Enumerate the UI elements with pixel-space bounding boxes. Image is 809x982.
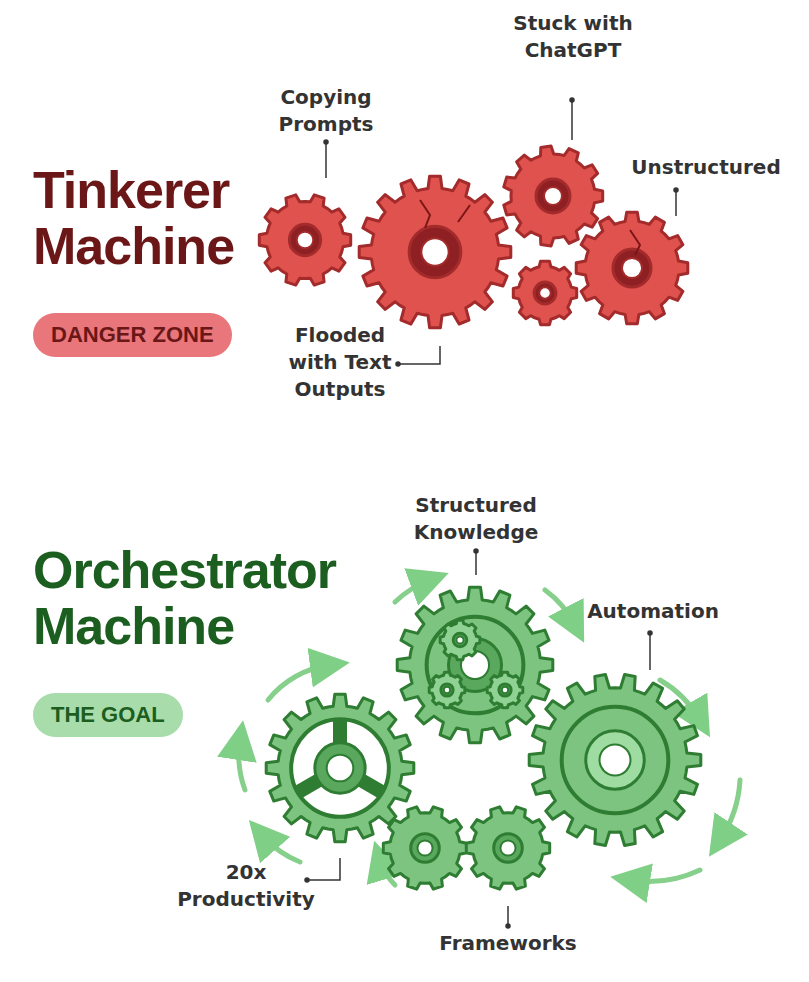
gear-body: [487, 672, 523, 708]
gear-hole: [327, 755, 354, 782]
callout-label: Frameworks: [423, 930, 593, 957]
gear-body: [504, 146, 603, 246]
gear-hole: [600, 745, 631, 776]
gear: [359, 176, 511, 328]
gear: [513, 261, 576, 324]
gear-body: [359, 176, 511, 328]
gear: [266, 694, 414, 842]
gear-hub: [315, 743, 365, 793]
gear-hole: [544, 187, 562, 205]
gear-hole: [622, 258, 642, 278]
section-heading: Tinkerer Machine: [33, 162, 363, 274]
gear-hub: [494, 834, 523, 863]
gear-body: [397, 587, 553, 743]
status-pill: DANGER ZONE: [33, 313, 232, 357]
gear-hole: [444, 687, 450, 693]
gear-body: [576, 212, 688, 324]
gear-hub: [409, 226, 461, 278]
callout-label: Stuck with ChatGPT: [498, 10, 648, 64]
gear: [429, 672, 465, 708]
section-heading: Orchestrator Machine: [33, 542, 363, 654]
gear-hub: [289, 224, 320, 255]
section-heading-group: Orchestrator MachineTHE GOAL: [33, 542, 363, 737]
gear-hole: [456, 636, 463, 643]
gear-hub: [536, 179, 570, 213]
gear: [576, 212, 688, 324]
gear-hub: [534, 282, 556, 304]
gear-rim: [291, 719, 389, 817]
gear-ring: [562, 707, 669, 814]
gear-body: [266, 694, 414, 842]
callout-label: Structured Knowledge: [376, 492, 576, 546]
gear-hole: [502, 687, 508, 693]
gear-hole: [297, 232, 314, 249]
gear-body: [383, 807, 466, 889]
callout-label: Unstructured: [621, 154, 791, 181]
gear-body: [259, 195, 350, 285]
status-pill: THE GOAL: [33, 693, 183, 737]
callout-label: Flooded with Text Outputs: [270, 322, 410, 403]
gear-hole: [417, 840, 432, 855]
gear-hub: [499, 684, 511, 696]
gear-hole: [539, 287, 551, 299]
gear-body: [513, 261, 576, 324]
gear-hole: [421, 238, 448, 265]
gear-hub: [411, 834, 440, 863]
gear-body: [429, 672, 465, 708]
gear-hub: [441, 684, 453, 696]
gear-hole: [500, 840, 515, 855]
callout-label: 20x Productivity: [156, 859, 336, 913]
gear-hub: [613, 249, 651, 287]
gear-hub: [586, 731, 644, 789]
callout-label: Automation: [573, 598, 733, 625]
gear: [466, 807, 549, 889]
gear: [259, 195, 350, 285]
gear: [487, 672, 523, 708]
gear: [529, 675, 701, 846]
gear-body: [466, 807, 549, 889]
gear-body: [440, 620, 480, 660]
callout-label: Copying Prompts: [241, 84, 411, 138]
gear-hub: [453, 633, 467, 647]
gear-ring: [427, 617, 524, 714]
gear: [383, 807, 466, 889]
gear: [504, 146, 603, 246]
gear-body: [529, 675, 701, 846]
gear: [397, 587, 553, 743]
crack: [420, 200, 640, 255]
gear: [440, 620, 480, 660]
